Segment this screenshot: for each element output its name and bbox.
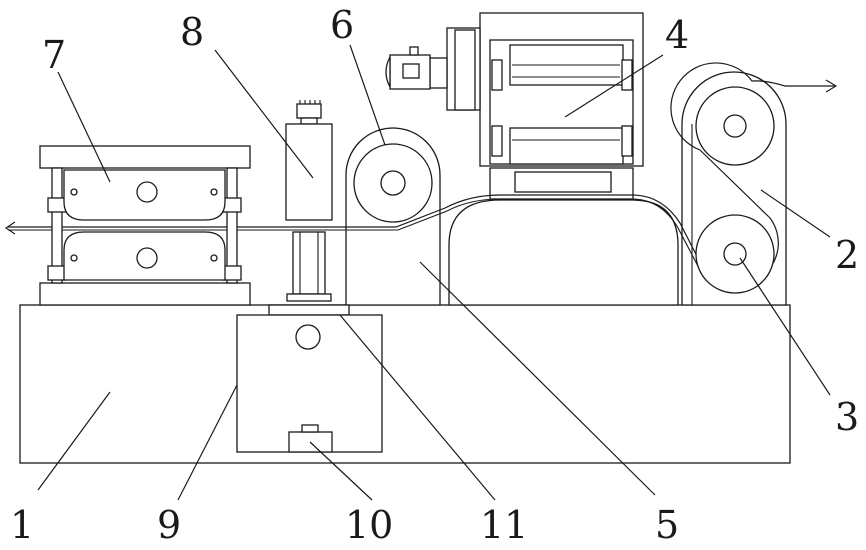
sensor-cap xyxy=(302,425,318,432)
press-bolt xyxy=(211,255,217,261)
label-11: 11 xyxy=(480,503,528,547)
base-frame xyxy=(20,305,790,463)
small-motor-window xyxy=(403,64,419,78)
press-bolt xyxy=(71,189,77,195)
guide-roller-axle xyxy=(381,171,405,195)
gear-teeth xyxy=(455,30,475,110)
press-bolt xyxy=(211,189,217,195)
label-6: 6 xyxy=(330,3,354,47)
small-motor-end xyxy=(386,57,390,87)
label-3: 3 xyxy=(835,395,859,439)
press-left-post-cap xyxy=(48,198,66,212)
leader-6 xyxy=(350,45,385,145)
press-upper-axle xyxy=(137,182,157,202)
small-motor-cap xyxy=(410,47,418,55)
label-7: 7 xyxy=(42,33,66,77)
label-9: 9 xyxy=(157,503,181,547)
label-5: 5 xyxy=(655,503,679,547)
press-top-plate xyxy=(40,146,250,168)
cylinder-gear-cap xyxy=(297,104,321,118)
label-2: 2 xyxy=(835,233,859,277)
press-lower-axle xyxy=(137,248,157,268)
press-bolt xyxy=(71,255,77,261)
motor-shaft-block xyxy=(430,58,447,88)
press-right-post-cap-low xyxy=(223,266,241,280)
press-right-post-cap xyxy=(223,198,241,212)
arch-support xyxy=(449,200,678,305)
press-bottom-plate xyxy=(40,283,250,305)
pedestal-block xyxy=(515,172,611,192)
cylinder-rod xyxy=(293,232,325,294)
label-10: 10 xyxy=(345,503,393,547)
belt-arrow-left xyxy=(6,222,15,234)
motor-clamp-left-bottom xyxy=(492,126,502,156)
label-1: 1 xyxy=(10,503,34,547)
motor-clamp-left-top xyxy=(492,60,502,90)
press-left-post-cap-low xyxy=(48,266,66,280)
label-8: 8 xyxy=(180,10,204,54)
upper-roller-axle xyxy=(724,115,746,137)
cylinder-collar xyxy=(301,118,317,124)
cylinder-foot xyxy=(287,294,331,301)
knurled-plate xyxy=(269,305,349,315)
motor-clamp-right-bottom xyxy=(622,126,632,156)
motor-window-lower xyxy=(510,128,623,164)
control-box-knob xyxy=(296,325,320,349)
label-4: 4 xyxy=(665,13,689,57)
